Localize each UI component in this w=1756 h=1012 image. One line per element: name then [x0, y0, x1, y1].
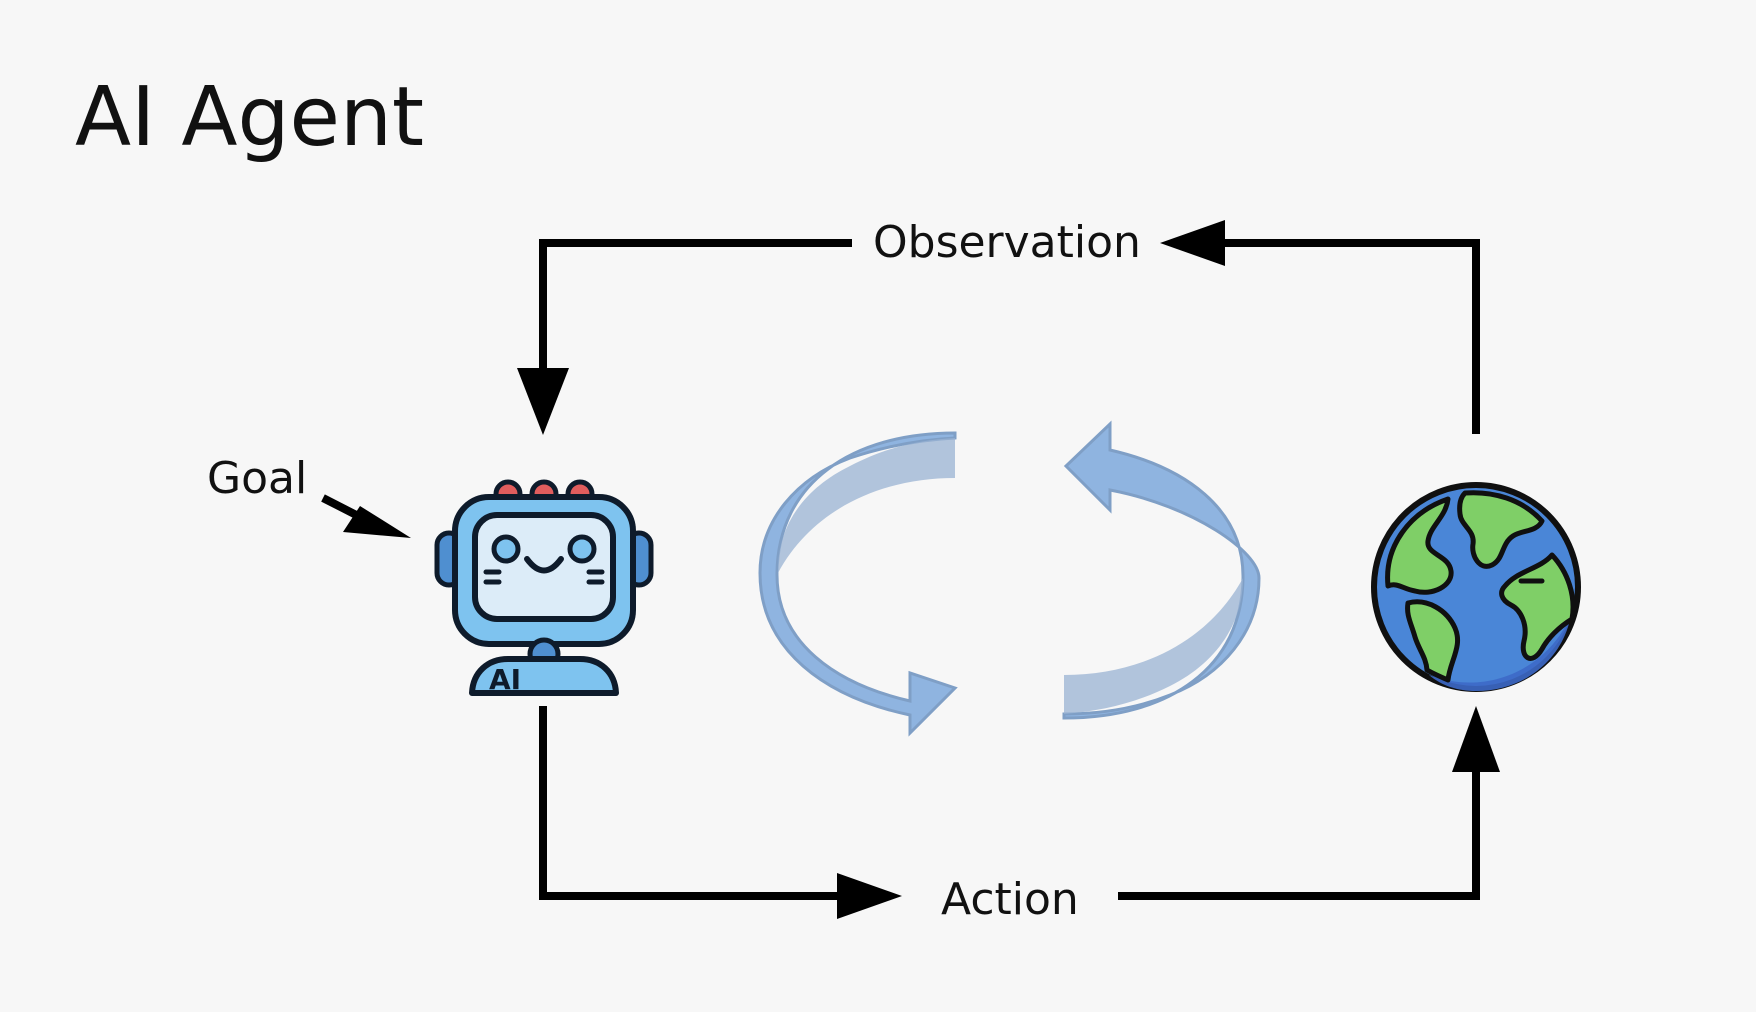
observation-flow: Observation [517, 217, 1480, 435]
action-flow: Action [539, 706, 1500, 925]
action-line-left [539, 706, 837, 900]
observation-arrow-down-to-agent [517, 368, 569, 435]
robot-smile [524, 556, 564, 574]
observation-line-right [1225, 239, 1480, 434]
goal-input: Goal [207, 453, 411, 538]
robot-ai-badge: AI [489, 663, 521, 696]
observation-line-left [539, 239, 852, 368]
observation-arrow-left [1160, 220, 1225, 266]
earth-continent-left [1385, 496, 1454, 595]
earth-shadow [1429, 615, 1571, 691]
cycle-arc-left-band [777, 438, 955, 573]
robot-eye-left [491, 534, 521, 564]
action-line-right [1118, 772, 1480, 900]
goal-arrow-head [343, 506, 411, 538]
earth-continent-bottom [1405, 599, 1461, 683]
action-arrow-up-to-environment [1452, 706, 1500, 772]
robot-screen [472, 512, 616, 622]
earth-continent-top [1457, 490, 1545, 569]
cycle-arc-right [1062, 420, 1261, 720]
cycle-arc-left [758, 431, 958, 737]
robot-icon: AI [434, 479, 654, 696]
goal-label: Goal [207, 453, 307, 504]
earth-globe-icon [1371, 482, 1581, 692]
diagram-title: AI Agent [75, 70, 424, 165]
cycle-arc-right-band [1064, 578, 1243, 714]
observation-label: Observation [873, 217, 1141, 268]
action-label: Action [941, 874, 1079, 925]
robot-eye-right [567, 534, 597, 564]
action-arrow-right [837, 873, 902, 919]
cycle-arrows-icon [758, 420, 1261, 737]
robot-body [469, 656, 619, 696]
